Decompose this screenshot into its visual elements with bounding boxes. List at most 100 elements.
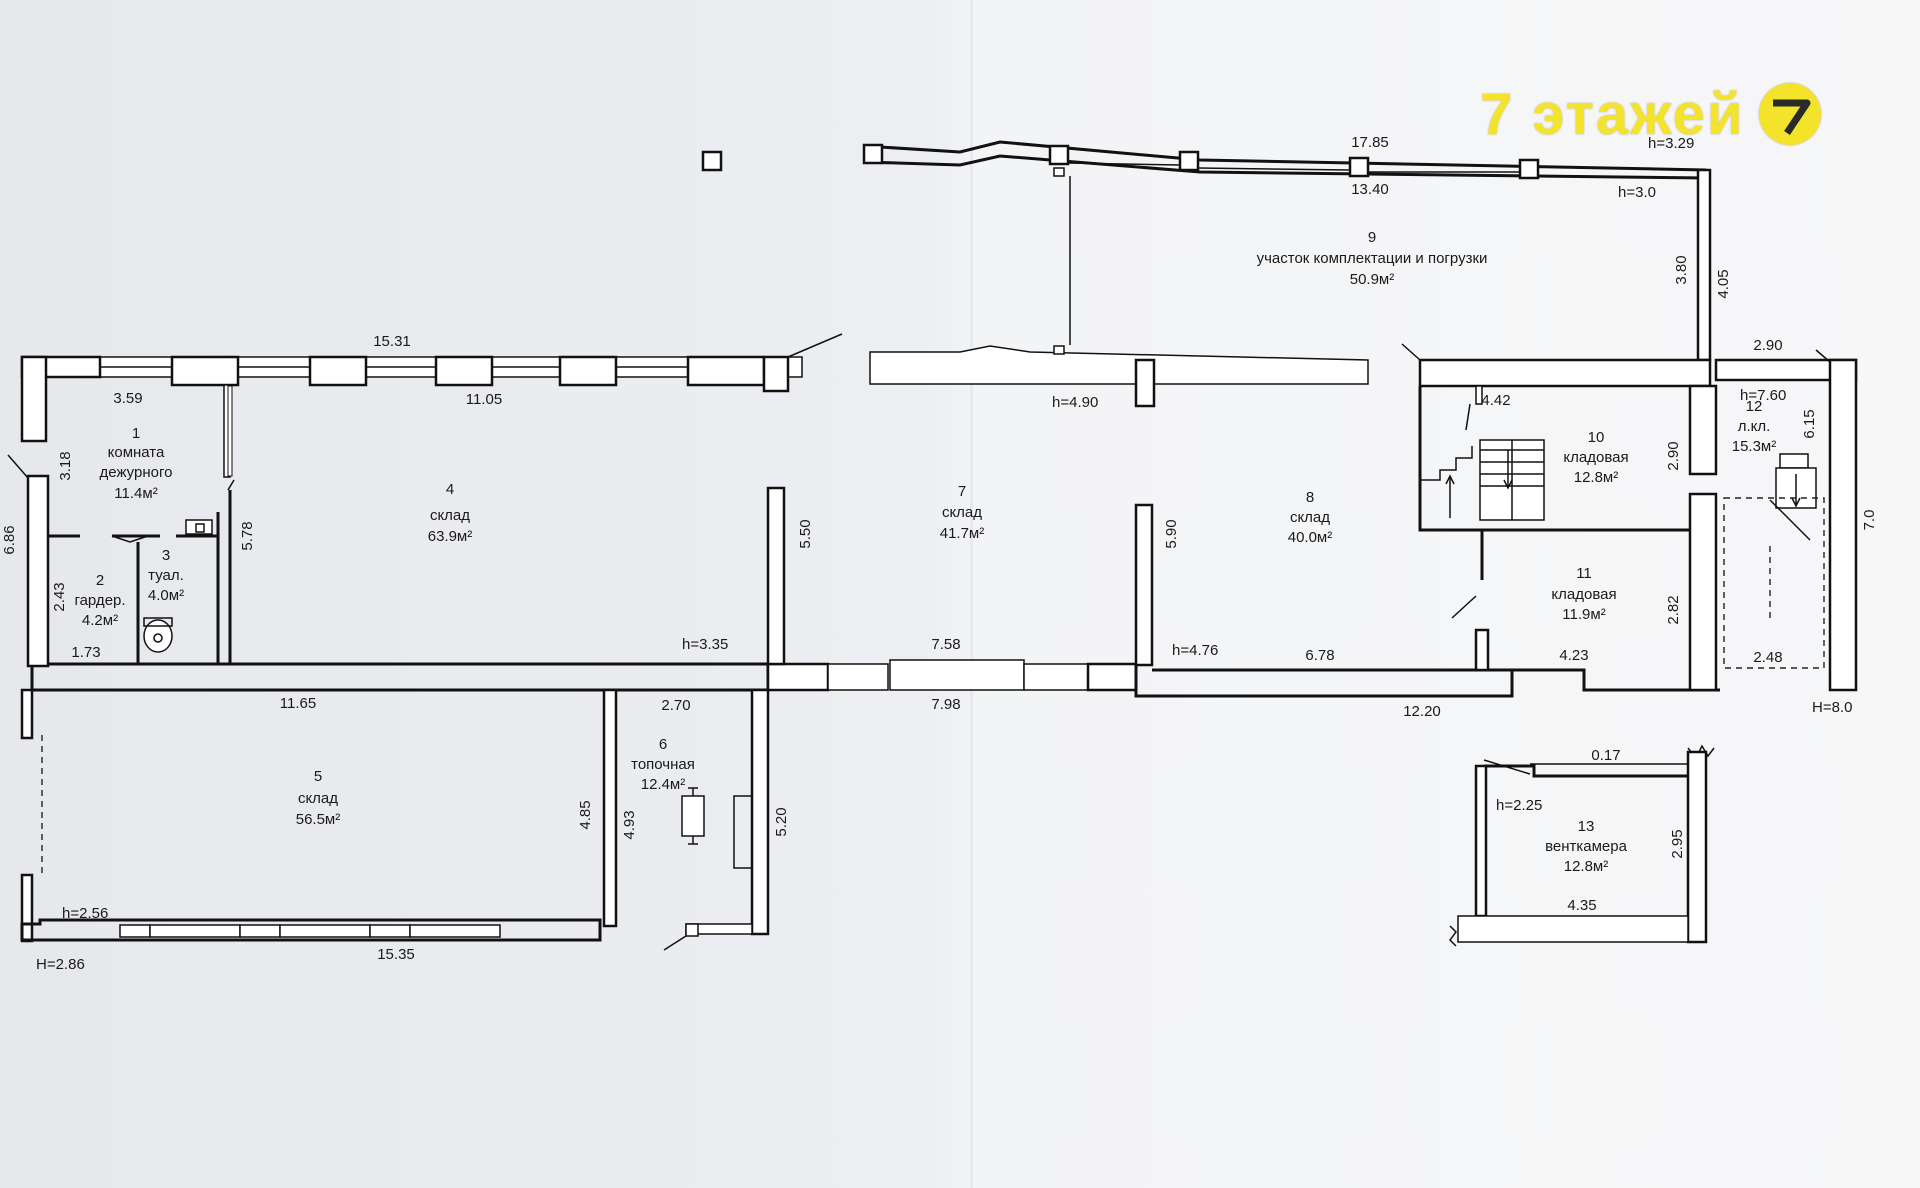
room-8-name: склад — [1290, 509, 1330, 526]
toilet-icon — [143, 619, 173, 653]
dim-room9-left: 3.80 — [1673, 255, 1690, 284]
room-4-area: 63.9м² — [428, 528, 473, 545]
dim-top-wall-right: 17.85 — [1351, 134, 1389, 151]
dim-left-wall: 6.86 — [1, 525, 18, 554]
room-13-name: венткамера — [1545, 838, 1628, 855]
room-6-area: 12.4м² — [641, 776, 686, 793]
dim-bottom-right: 12.20 — [1403, 703, 1441, 720]
dim-room13-height: 2.95 — [1669, 829, 1686, 858]
height-room7: h=4.90 — [1052, 394, 1098, 411]
dim-room6-right: 5.20 — [773, 807, 790, 836]
room-1-name-line2: дежурного — [100, 464, 173, 481]
room-11-name: кладовая — [1551, 586, 1616, 603]
dim-room13-width: 4.35 — [1567, 897, 1596, 914]
room-9-name: участок комплектации и погрузки — [1257, 250, 1488, 267]
height-room4: h=3.35 — [682, 636, 728, 653]
dim-wall-4-7: 5.50 — [797, 519, 814, 548]
dim-room7-inner: 7.58 — [931, 636, 960, 653]
room-9-area: 50.9м² — [1350, 271, 1395, 288]
room-2-area: 4.2м² — [82, 612, 118, 629]
room-labels: 1 комната дежурного 11.4м² 2 гардер. 4.2… — [74, 229, 1776, 875]
room-4-number: 4 — [446, 481, 454, 498]
room-5-area: 56.5м² — [296, 811, 341, 828]
room-1-number: 1 — [132, 425, 140, 442]
dim-room12-top: 2.90 — [1753, 337, 1782, 354]
room-1-name-line1: комната — [108, 444, 165, 461]
watermark-logo: 7 этажей — [1480, 64, 1821, 164]
dim-room11-width: 4.23 — [1559, 647, 1588, 664]
height-labels: h=3.0 h=3.29 h=4.90 h=3.35 h=4.76 h=7.60… — [36, 135, 1852, 973]
room-13-number: 13 — [1578, 818, 1595, 835]
dim-room5-right: 4.85 — [577, 800, 594, 829]
room-11-area: 11.9м² — [1562, 606, 1605, 623]
dim-wall-7-8: 5.90 — [1163, 519, 1180, 548]
room-12-area: 15.3м² — [1732, 438, 1777, 455]
dim-room5-bottom: 15.35 — [377, 946, 415, 963]
column-marker — [701, 150, 723, 172]
room-7-number: 7 — [958, 483, 966, 500]
room-8-number: 8 — [1306, 489, 1314, 506]
dim-room1-height: 3.18 — [57, 451, 74, 480]
dim-room12-right: 7.0 — [1861, 510, 1878, 531]
dim-room5-top: 11.65 — [280, 695, 316, 712]
seven-circle-icon — [1758, 83, 1821, 145]
height-room12: h=7.60 — [1740, 387, 1786, 404]
dim-room6-left: 4.93 — [621, 810, 638, 839]
room-3-number: 3 — [162, 547, 170, 564]
room-7-name: склад — [942, 504, 982, 521]
dim-room10-width: 4.42 — [1481, 392, 1510, 409]
dim-top-wall-left: 15.31 — [373, 333, 411, 350]
dim-room7-outer: 7.98 — [931, 696, 960, 713]
logo-text: 7 этажей — [1480, 81, 1745, 147]
room-6-number: 6 — [659, 736, 667, 753]
dim-room2-height: 2.43 — [51, 582, 68, 611]
room-10-name: кладовая — [1563, 449, 1628, 466]
room-4-name: склад — [430, 507, 470, 524]
room-12-number: 12 — [1746, 398, 1763, 415]
dim-room10-height: 2.90 — [1665, 441, 1682, 470]
room-12-name: л.кл. — [1738, 418, 1771, 435]
height-room13: h=2.25 — [1496, 797, 1542, 814]
paper-fold — [970, 0, 973, 1188]
room-1-area: 11.4м² — [114, 485, 157, 502]
dim-room1-width: 3.59 — [113, 390, 142, 407]
room-11-number: 11 — [1576, 565, 1592, 582]
height-outer-left: H=2.86 — [36, 956, 85, 973]
room-5-number: 5 — [314, 768, 322, 785]
dim-room11-height: 2.82 — [1665, 595, 1682, 624]
room-7-area: 41.7м² — [940, 525, 985, 542]
height-room9-corner: h=3.29 — [1648, 135, 1694, 152]
dim-room8-width: 6.78 — [1305, 647, 1334, 664]
stairs-room-12 — [1723, 453, 1825, 669]
dim-room12-bottom: 2.48 — [1753, 649, 1782, 666]
room-8-area: 40.0м² — [1288, 529, 1333, 546]
room-13-area: 12.8м² — [1564, 858, 1609, 875]
height-room9: h=3.0 — [1618, 184, 1656, 201]
dim-room12-side: 6.15 — [1801, 409, 1818, 438]
dim-room9-right: 4.05 — [1715, 269, 1732, 298]
room-2-number: 2 — [96, 572, 104, 589]
room-10-number: 10 — [1588, 429, 1605, 446]
dim-room6-top: 2.70 — [661, 697, 690, 714]
height-room5: h=2.56 — [62, 905, 108, 922]
dim-room9-inner: 13.40 — [1351, 181, 1389, 198]
room-3-name: туал. — [148, 567, 184, 584]
dim-room3-height: 5.78 — [239, 521, 256, 550]
room-3-area: 4.0м² — [148, 587, 184, 604]
dim-room13-top: 0.17 — [1591, 747, 1620, 764]
dim-room2-width: 1.73 — [71, 644, 100, 661]
boiler-icon — [681, 795, 705, 837]
room-5-name: склад — [298, 790, 338, 807]
room-2-name: гардер. — [74, 592, 125, 609]
dim-room4-width: 11.05 — [466, 391, 502, 408]
room-6-name: топочная — [631, 756, 695, 773]
room-10-area: 12.8м² — [1574, 469, 1619, 486]
walls — [7, 140, 1858, 951]
dimension-labels: 15.31 17.85 13.40 3.59 11.05 1.73 4.42 4… — [1, 134, 1878, 963]
room-9-number: 9 — [1368, 229, 1376, 246]
height-outer-right: H=8.0 — [1812, 699, 1852, 716]
height-room8: h=4.76 — [1172, 642, 1218, 659]
stairs-room-10 — [1420, 439, 1545, 521]
